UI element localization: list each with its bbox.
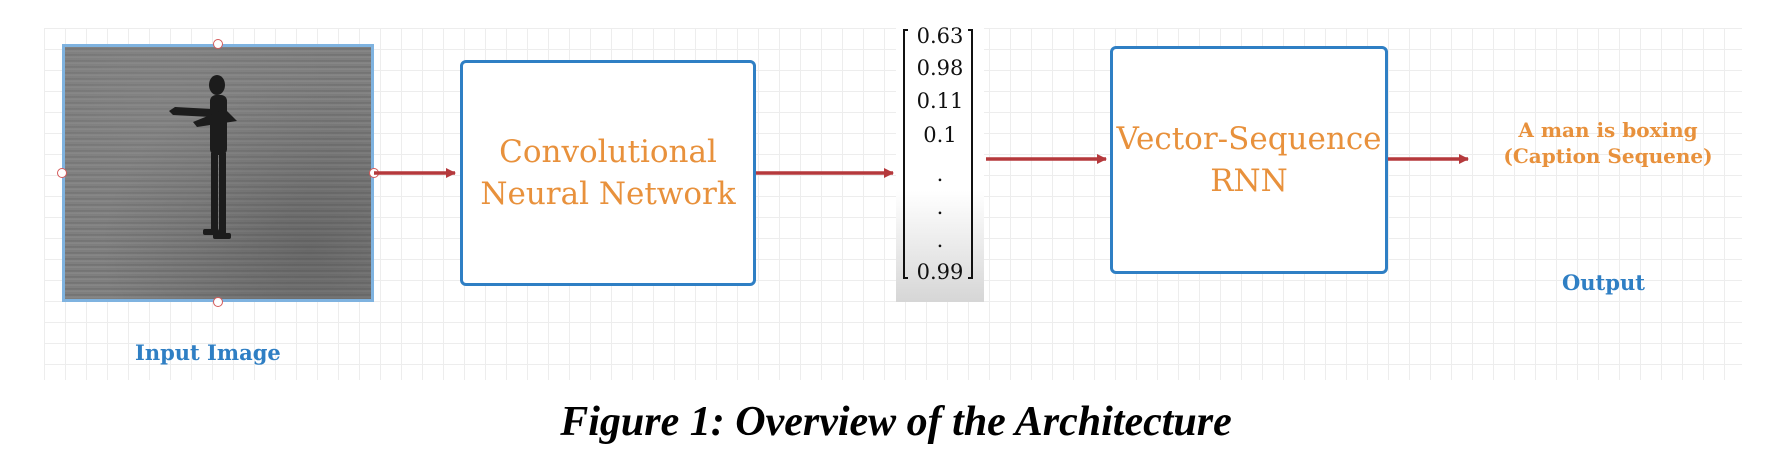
person-silhouette [169, 75, 237, 239]
vector-value: 0.63 [916, 24, 964, 48]
rnn-label: Vector-Sequence RNN [1116, 121, 1382, 199]
cnn-box: Convolutional Neural Network [460, 60, 756, 286]
vector-ellipsis: . [936, 195, 944, 219]
resize-handle-left [57, 168, 67, 178]
output-caption: A man is boxing (Caption Sequene) [1478, 117, 1738, 169]
vector-brackets [903, 29, 973, 279]
vector-value: 0.99 [916, 260, 964, 284]
resize-handle-bottom [213, 297, 223, 307]
rnn-box: Vector-Sequence RNN [1110, 46, 1388, 274]
output-caption-line1: A man is boxing [1518, 118, 1698, 142]
vector-ellipsis: . [936, 228, 944, 252]
input-image-label: Input Image [135, 340, 281, 365]
feature-vector: 0.63 0.98 0.11 0.1 . . . 0.99 [896, 24, 984, 302]
vector-value: 0.11 [916, 89, 964, 113]
output-label: Output [1562, 270, 1645, 295]
vector-ellipsis: . [936, 162, 944, 186]
figure-caption: Figure 1: Overview of the Architecture [560, 399, 1232, 445]
input-image [62, 44, 374, 302]
cnn-label: Convolutional Neural Network [480, 134, 736, 212]
resize-handle-top [213, 39, 223, 49]
vector-value: 0.98 [916, 56, 964, 80]
output-caption-line2: (Caption Sequene) [1503, 144, 1713, 168]
vector-value: 0.1 [923, 123, 957, 147]
